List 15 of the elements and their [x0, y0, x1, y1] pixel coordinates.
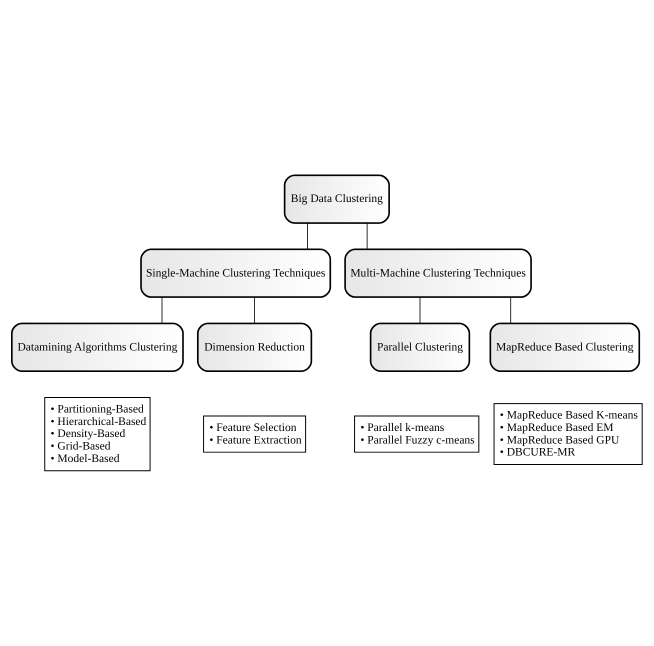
node-box: MapReduce Based Clustering: [490, 322, 640, 372]
node-box: Parallel Clustering: [370, 322, 470, 372]
node-box: Dimension Reduction: [196, 322, 312, 372]
node-box: Multi-Machine Clustering Techniques: [344, 248, 532, 298]
node-box: • Parallel k-means • Parallel Fuzzy c-means: [354, 416, 480, 453]
node-box: • MapReduce Based K-means • MapReduce Based EM • MapReduce Based GPU • DBCURE-MR: [494, 403, 643, 466]
node-box: Single-Machine Clustering Techniques: [140, 248, 332, 298]
node-box: Big Data Clustering: [284, 174, 390, 224]
node-box: • Partitioning-Based • Hierarchical-Based • Density-Based • Grid-Based • Model-Based: [44, 396, 151, 472]
node-box: • Feature Selection • Feature Extraction: [203, 416, 306, 453]
connector: [254, 297, 255, 324]
connector: [366, 223, 368, 250]
connector: [307, 223, 308, 250]
connector: [510, 297, 512, 324]
node-box: Datamining Algorithms Clustering: [11, 322, 184, 372]
